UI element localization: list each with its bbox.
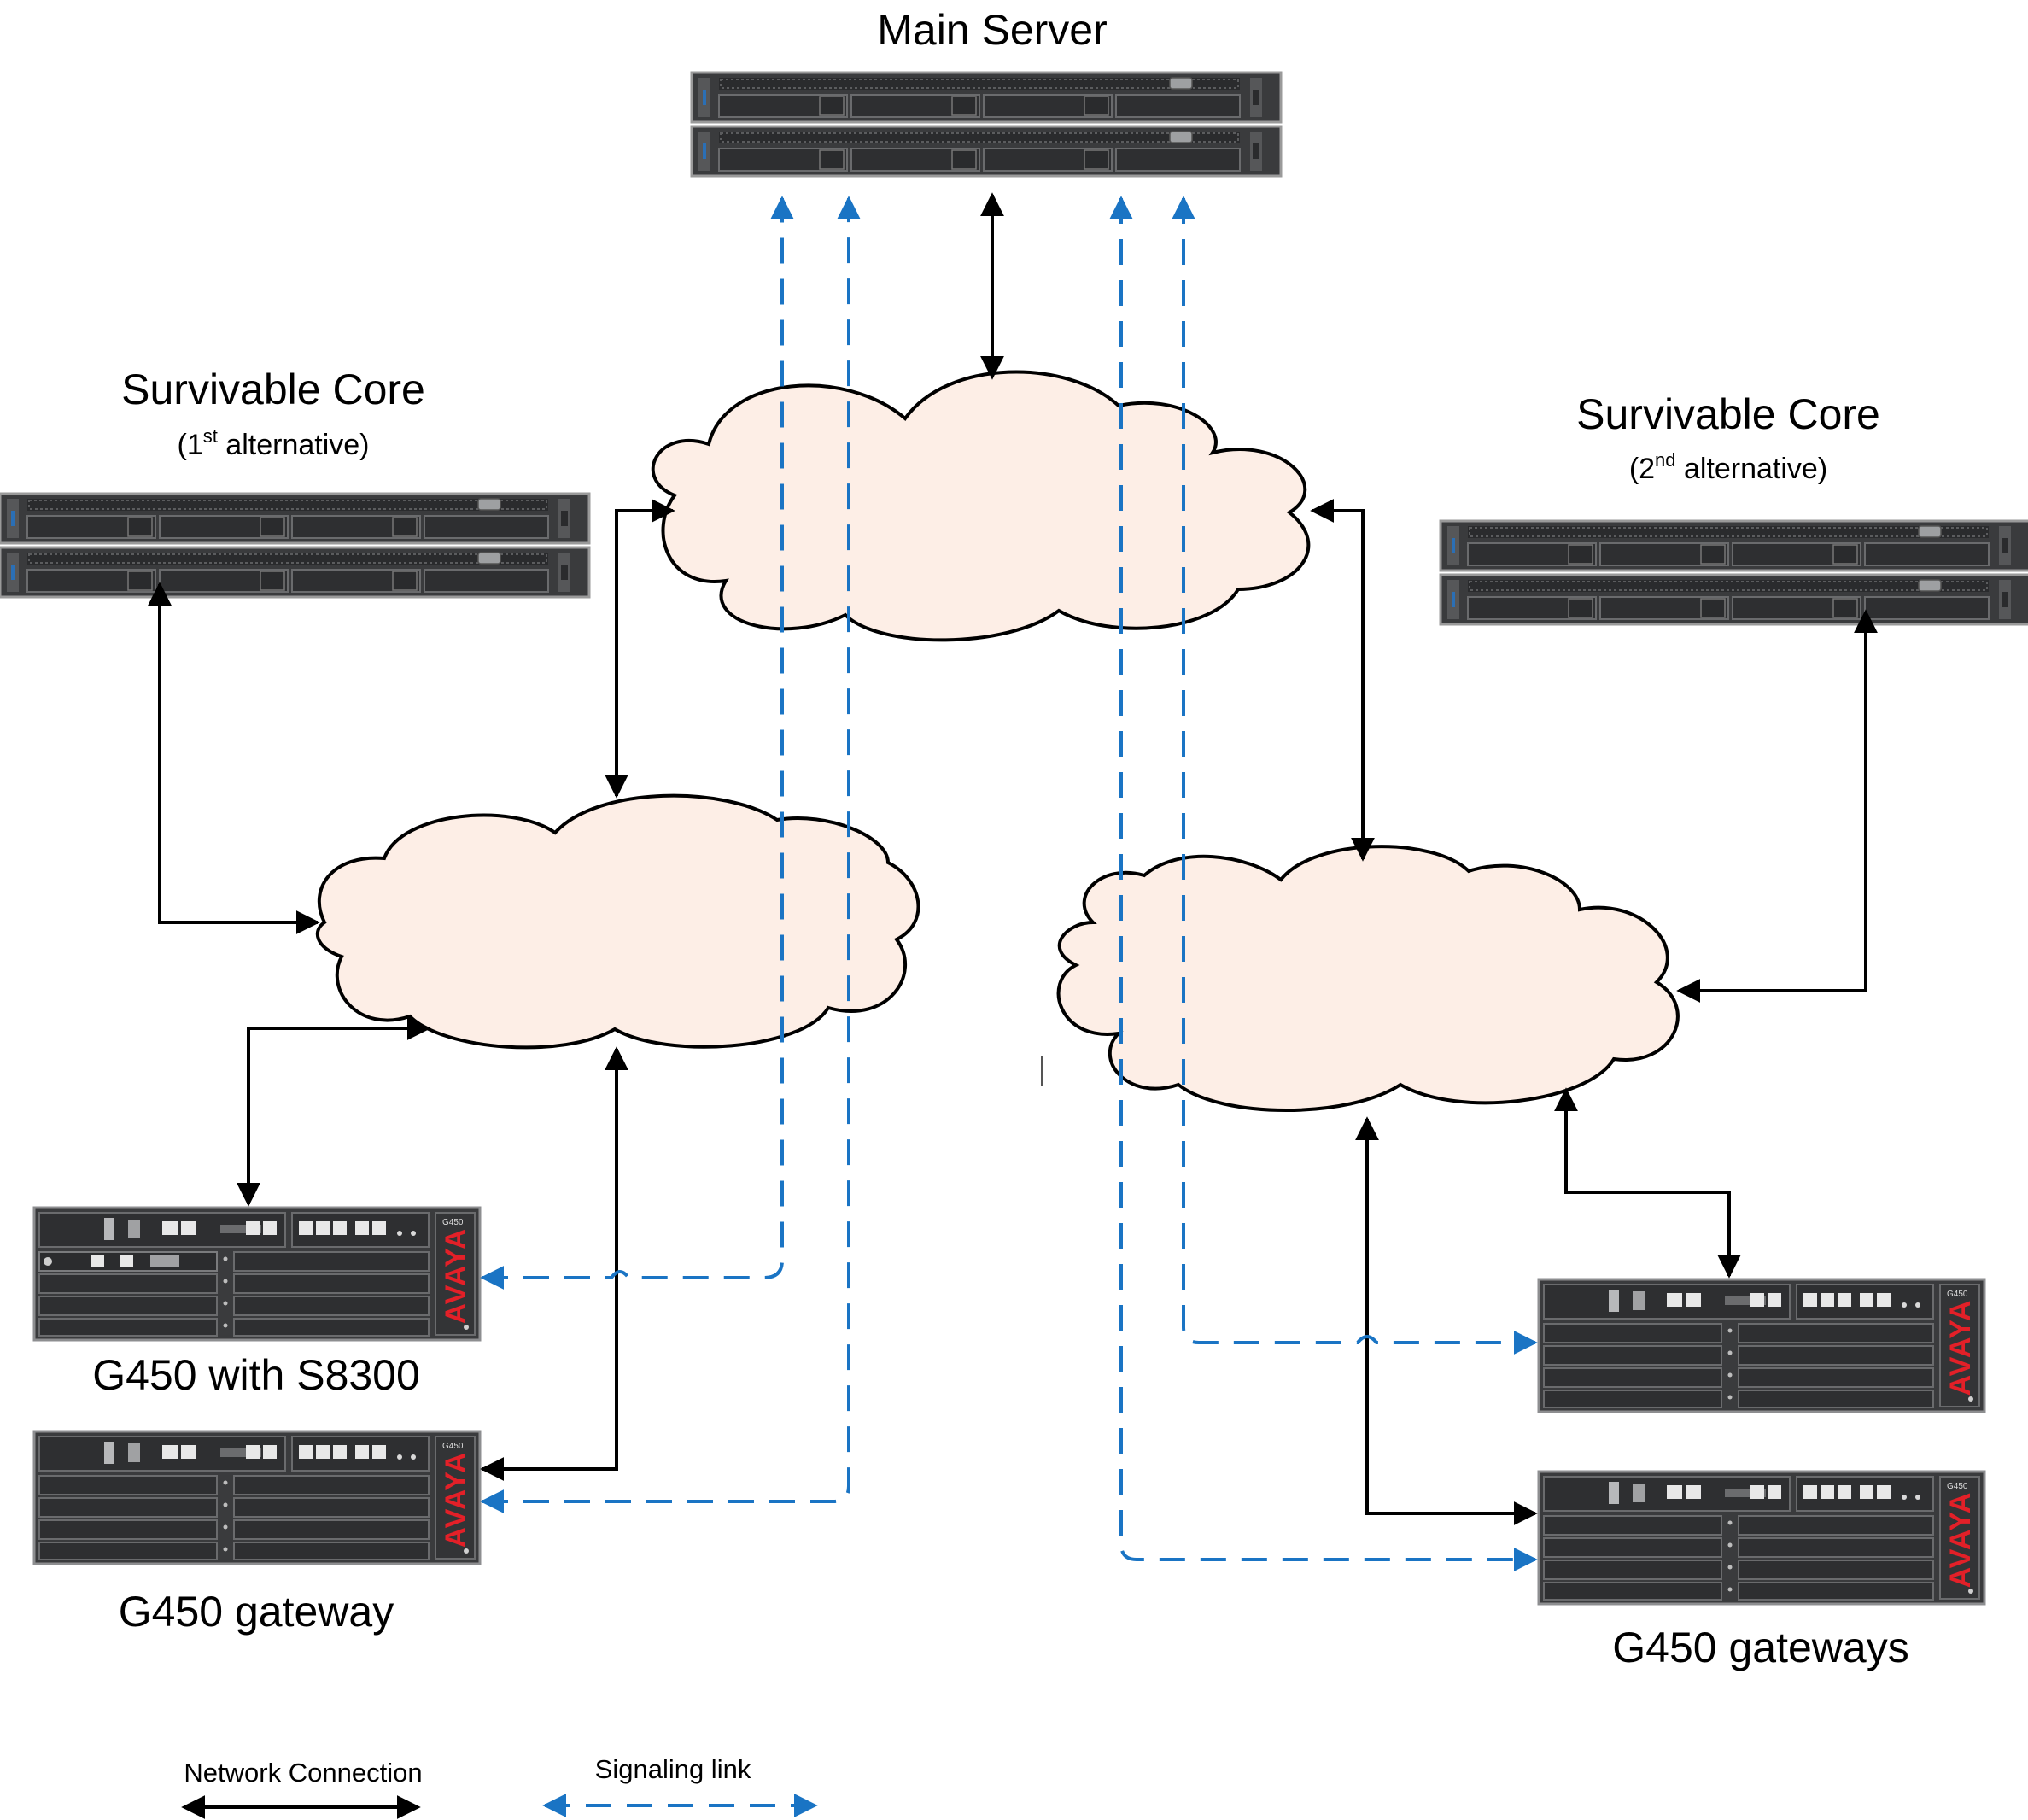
net-top-cloud-to-left-cloud	[605, 499, 675, 799]
signaling-links	[480, 196, 1538, 1571]
gateway-model-label: G450	[442, 1442, 464, 1451]
g450-gateway-label: G450 gateway	[119, 1588, 394, 1636]
sig-g450-gateway-to-main	[480, 196, 861, 1513]
legend-signaling-link-label: Signaling link	[595, 1754, 751, 1784]
net-top-cloud-to-right-cloud	[1310, 499, 1375, 862]
sc1-prefix: (1	[178, 429, 203, 461]
survivable-core-2-label: Survivable Core	[1576, 390, 1880, 438]
sc2-prefix: (2	[1629, 453, 1655, 485]
g450-gateway-right-bottom-device: AVAYA G450	[1537, 1470, 1986, 1606]
g450-gateways-label: G450 gateways	[1612, 1624, 1908, 1671]
network-cloud-left	[315, 793, 920, 1050]
survivable-core-2-server	[1439, 519, 2028, 626]
net-left-cloud-to-g450-gateway	[480, 1046, 628, 1481]
survivable-core-2-sublabel: (2nd alternative)	[1629, 449, 1827, 485]
g450-gateway-left-device: AVAYA G450	[32, 1430, 482, 1565]
net-right-cloud-to-gateway-bottom	[1355, 1116, 1538, 1525]
legend-network-connection-label: Network Connection	[184, 1758, 422, 1788]
survivable-core-1-sublabel: (1st alternative)	[178, 425, 370, 461]
sc1-sup: st	[203, 425, 218, 447]
gateway-model-label: G450	[1947, 1290, 1968, 1299]
sc2-sup: nd	[1655, 449, 1675, 471]
g450-gateway-right-top-device: AVAYA G450	[1537, 1278, 1986, 1413]
avaya-logo: AVAYA	[440, 1228, 472, 1325]
sig-gateway-bottom-to-main	[1109, 196, 1538, 1571]
net-core1-to-left-cloud	[148, 582, 320, 934]
survivable-core-1-server	[0, 492, 591, 599]
g450-with-s8300-label: G450 with S8300	[92, 1351, 420, 1399]
net-right-cloud-to-gateway-top	[1554, 1087, 1741, 1279]
survivable-core-1-label: Survivable Core	[121, 366, 425, 413]
sig-g450-s8300-to-main	[480, 196, 794, 1290]
network-cloud-top	[651, 370, 1311, 642]
gateway-model-label: G450	[442, 1218, 464, 1227]
net-core2-to-right-cloud	[1676, 609, 1878, 1003]
sc1-suffix: alternative)	[218, 429, 370, 461]
legend: Network Connection Signaling link	[181, 1754, 818, 1819]
gateway-model-label: G450	[1947, 1482, 1968, 1491]
network-cloud-right	[1056, 845, 1680, 1112]
avaya-logo: AVAYA	[1944, 1300, 1977, 1396]
main-server	[690, 71, 1283, 178]
sig-gateway-top-to-main	[1172, 196, 1538, 1355]
avaya-logo: AVAYA	[440, 1452, 472, 1548]
avaya-logo: AVAYA	[1944, 1492, 1977, 1589]
main-server-label: Main Server	[877, 6, 1108, 54]
sc2-suffix: alternative)	[1676, 453, 1828, 485]
g450-with-s8300-device: AVAYA G450	[34, 1208, 480, 1340]
net-left-cloud-to-g450-s8300	[237, 1016, 431, 1207]
